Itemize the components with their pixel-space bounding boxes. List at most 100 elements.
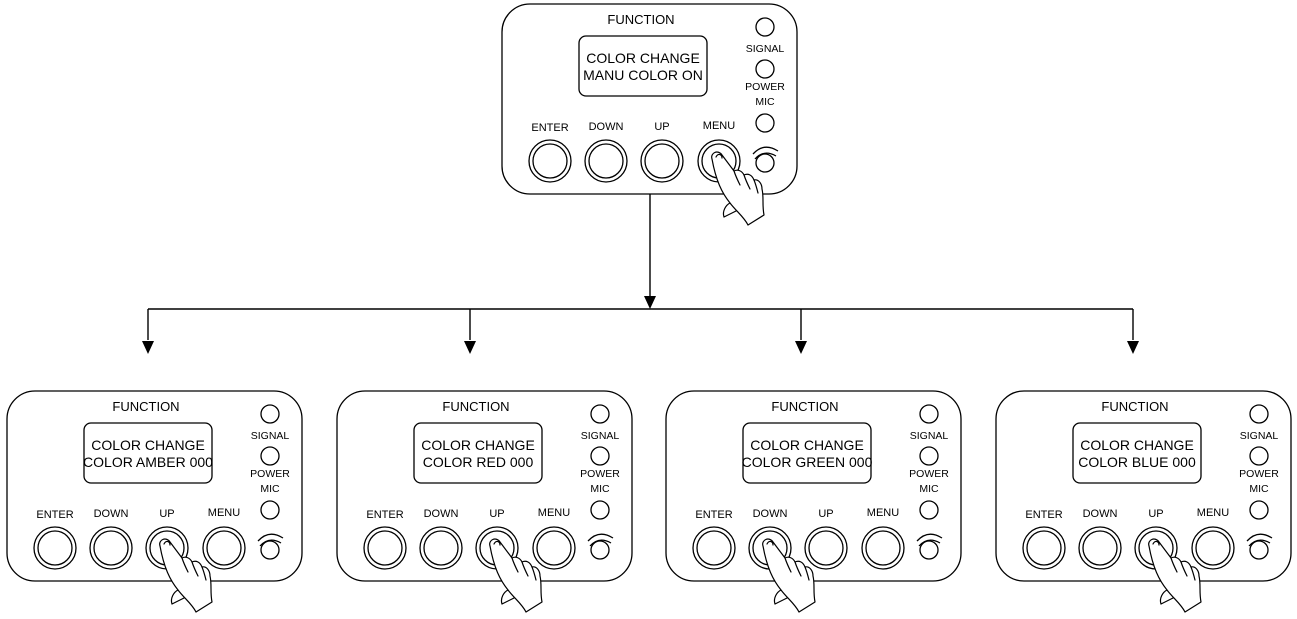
branch-arrow-icon [1127, 341, 1139, 354]
panel-title: FUNCTION [771, 399, 838, 414]
up-button-label: UP [818, 508, 833, 520]
menu-button-label: MENU [538, 507, 570, 519]
panel-title: FUNCTION [607, 12, 674, 27]
signal-label: SIGNAL [746, 43, 785, 55]
signal-led [1249, 404, 1269, 424]
up-button[interactable] [640, 139, 684, 183]
enter-button-label: ENTER [36, 509, 73, 521]
display-line-2: COLOR BLUE 000 [1078, 454, 1196, 470]
mic-label: MIC [1249, 483, 1269, 495]
menu-button[interactable] [861, 526, 905, 570]
down-button[interactable] [584, 139, 628, 183]
down-button[interactable] [1078, 526, 1122, 570]
branch-arrow-icon [464, 341, 476, 354]
enter-button-label: ENTER [695, 509, 732, 521]
panel-title: FUNCTION [442, 399, 509, 414]
menu-button-label: MENU [703, 120, 735, 132]
enter-button[interactable] [528, 139, 572, 183]
panel-title: FUNCTION [112, 399, 179, 414]
mic-sensitivity-knob[interactable] [587, 533, 614, 560]
power-label: POWER [745, 81, 785, 93]
mic-label: MIC [260, 483, 280, 495]
display-line-1: COLOR CHANGE [750, 437, 864, 453]
display-line-2: COLOR GREEN 000 [742, 454, 873, 470]
power-label: POWER [909, 468, 949, 480]
mic-label: MIC [590, 483, 610, 495]
menu-button-label: MENU [1197, 507, 1229, 519]
display-line-1: COLOR CHANGE [586, 50, 700, 66]
menu-button-label: MENU [208, 507, 240, 519]
mic-led [260, 500, 280, 520]
enter-button-label: ENTER [366, 509, 403, 521]
display-line-2: MANU COLOR ON [583, 67, 703, 83]
mic-led [919, 500, 939, 520]
power-label: POWER [250, 468, 290, 480]
mic-label: MIC [755, 96, 775, 108]
lcd-display [83, 422, 213, 484]
menu-button[interactable] [532, 526, 576, 570]
branch-arrow-icon [142, 341, 154, 354]
menu-button[interactable] [1191, 526, 1235, 570]
up-button-label: UP [159, 508, 174, 520]
display-line-1: COLOR CHANGE [91, 437, 205, 453]
power-label: POWER [580, 468, 620, 480]
lcd-display [742, 422, 872, 484]
mic-sensitivity-knob[interactable] [752, 146, 779, 173]
power-led [590, 446, 610, 466]
power-led [260, 446, 280, 466]
down-button-label: DOWN [1083, 508, 1118, 520]
mic-sensitivity-knob[interactable] [257, 533, 284, 560]
up-button-label: UP [1148, 508, 1163, 520]
enter-button[interactable] [1022, 526, 1066, 570]
branch-arrow-icon [795, 341, 807, 354]
down-button-label: DOWN [753, 508, 788, 520]
menu-button-label: MENU [867, 507, 899, 519]
signal-label: SIGNAL [251, 430, 290, 442]
lcd-display [578, 35, 708, 97]
mic-sensitivity-knob[interactable] [1246, 533, 1273, 560]
mic-led [755, 113, 775, 133]
signal-led [755, 17, 775, 37]
down-button-label: DOWN [94, 508, 129, 520]
down-button-label: DOWN [589, 121, 624, 133]
signal-label: SIGNAL [1240, 430, 1279, 442]
trunk-arrow-icon [644, 296, 656, 309]
pressing-hand-icon [159, 538, 213, 613]
pressing-hand-icon [762, 538, 816, 613]
display-line-1: COLOR CHANGE [1080, 437, 1194, 453]
signal-led [260, 404, 280, 424]
up-button-label: UP [654, 121, 669, 133]
power-led [919, 446, 939, 466]
panel-title: FUNCTION [1101, 399, 1168, 414]
flow-connectors [142, 194, 1139, 354]
down-button-label: DOWN [424, 508, 459, 520]
menu-button[interactable] [202, 526, 246, 570]
signal-led [919, 404, 939, 424]
enter-button-label: ENTER [1025, 509, 1062, 521]
down-button[interactable] [89, 526, 133, 570]
mic-sensitivity-knob[interactable] [916, 533, 943, 560]
up-button-label: UP [489, 508, 504, 520]
display-line-2: COLOR AMBER 000 [83, 454, 213, 470]
enter-button[interactable] [363, 526, 407, 570]
enter-button-label: ENTER [531, 122, 568, 134]
display-line-2: COLOR RED 000 [423, 454, 534, 470]
enter-button[interactable] [33, 526, 77, 570]
signal-label: SIGNAL [910, 430, 949, 442]
enter-button[interactable] [692, 526, 736, 570]
mic-label: MIC [919, 483, 939, 495]
down-button[interactable] [419, 526, 463, 570]
up-button[interactable] [804, 526, 848, 570]
mic-led [1249, 500, 1269, 520]
power-led [1249, 446, 1269, 466]
pressing-hand-icon [489, 538, 543, 613]
mic-led [590, 500, 610, 520]
power-led [755, 59, 775, 79]
